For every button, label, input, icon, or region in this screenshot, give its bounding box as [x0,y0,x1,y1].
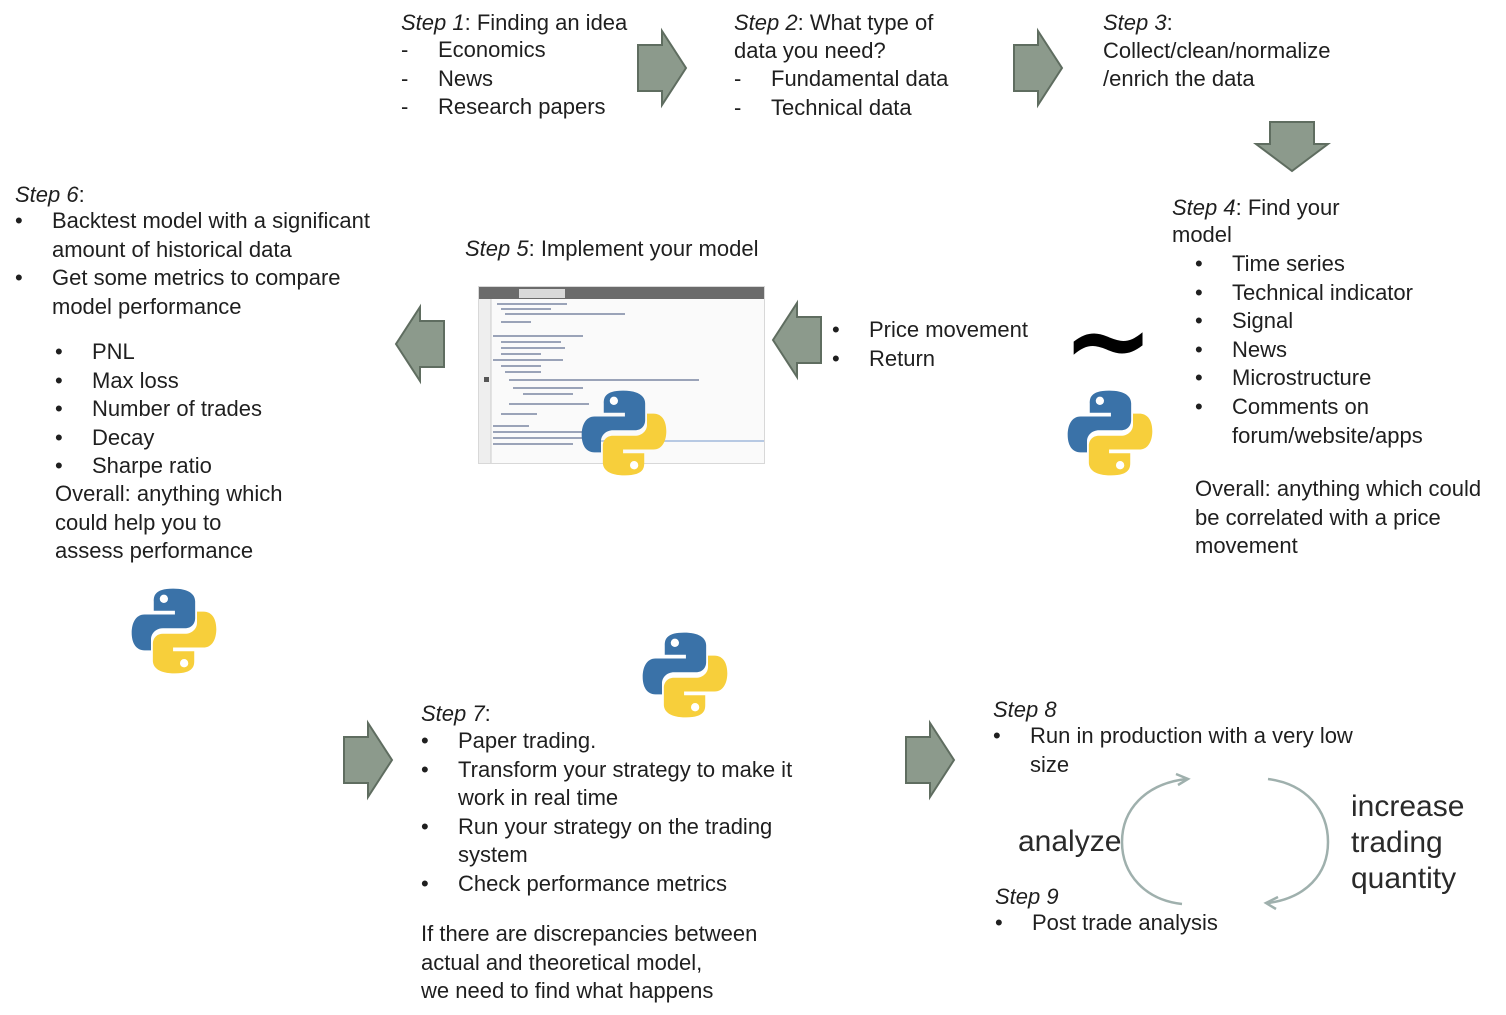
list-item: •Number of trades [55,396,262,422]
list-item: -Economics [401,37,546,62]
list-item: •Check performance metrics [421,870,727,896]
list-item: work in real time [458,785,619,811]
list-item: •Transform your strategy to make it [421,756,793,782]
step9-title: Step 9 [995,883,1059,911]
list-item: •Time series [1195,251,1345,276]
python-logo-icon [642,632,728,718]
list-item: -Technical data [734,94,912,120]
step7-title: Step 7: [421,701,491,726]
right-arrow-icon [637,30,687,106]
cycle-right-label: increase trading quantity [1351,790,1465,895]
list-item: •Max loss [55,367,179,393]
right-arrow-icon [1013,30,1063,106]
list-item: •Sharpe ratio [55,453,212,479]
step3-title: Step 3: Collect/clean/normalize /enrich … [1103,10,1331,91]
list-item: •Get some metrics to compare [15,265,341,291]
list-item: -News [401,65,494,91]
list-item: •Post trade analysis [995,910,1218,935]
python-logo-icon [1067,390,1153,476]
list-item: amount of historical data [52,236,292,262]
list-item: -Research papers [401,94,606,120]
step4-label: Step 4 [1172,195,1236,220]
step8-list: •Run in production with a very low size [993,722,1353,779]
step4-list: •Time series •Technical indicator •Signa… [1195,250,1423,450]
list-item: •Technical indicator [1195,279,1413,305]
step6-overall: Overall: anything which could help you t… [55,481,283,563]
right-arrow-icon [343,722,393,798]
step6-title: Step 6: [15,182,85,207]
list-item: •Decay [55,424,155,450]
list-item: •Paper trading. [421,728,597,753]
step2-label: Step 2 [734,10,798,35]
step1-title: Step 1: Finding an idea [401,9,627,37]
tilde-symbol: ~ [1062,276,1155,404]
left-arrow-icon [395,306,445,382]
code-editor-screenshot [478,286,765,464]
python-logo-icon [581,390,667,476]
list-item: size [1030,751,1070,777]
list-item: •Backtest model with a significant [15,208,370,233]
list-item: •Return [832,345,936,371]
python-logo-icon [131,588,217,674]
list-item: •Price movement [832,317,1028,342]
step7-label: Step 7 [421,701,485,726]
code-editor-image [479,287,764,463]
list-item: system [458,842,528,868]
step2-title-line2: data you need? [734,38,886,63]
targets-list: •Price movement •Return [832,316,1028,373]
step3-line2: /enrich the data [1103,66,1255,91]
step1-title-text: : Finding an idea [464,10,628,35]
list-item: •Comments on [1195,393,1369,419]
list-item: forum/website/apps [1232,422,1423,448]
step2-title-line1: : What type of [797,10,934,35]
step9-list: •Post trade analysis [995,909,1218,938]
step4-overall: Overall: anything which could be correla… [1195,476,1482,558]
step5-label: Step 5 [465,236,529,261]
step1-list: -Economics -News -Research papers [401,36,606,122]
step8-label: Step 8 [993,697,1057,722]
step6-bullets: •Backtest model with a significant amoun… [15,207,370,321]
step7-list: •Paper trading. •Transform your strategy… [421,727,792,899]
step3-line1: Collect/clean/normalize [1103,38,1331,63]
list-item: -Fundamental data [734,66,949,91]
list-item: •Run your strategy on the trading [421,813,773,839]
step9-label: Step 9 [995,884,1059,909]
step2-list: -Fundamental data -Technical data [734,65,948,122]
step5-title: Step 5: Implement your model [465,236,759,261]
step7-note: If there are discrepancies between actua… [421,921,758,1003]
left-arrow-icon [772,302,822,378]
list-item: •Signal [1195,308,1294,334]
list-item: model performance [52,293,242,319]
list-item: •News [1195,336,1288,362]
list-item: •Microstructure [1195,365,1372,391]
step6-metrics: •PNL •Max loss •Number of trades •Decay … [55,338,262,481]
step1-label: Step 1 [401,10,465,35]
list-item: •PNL [55,339,135,364]
cycle-arrows-icon [1120,772,1330,911]
down-arrow-icon [1253,121,1331,173]
step2-title: Step 2: What type of data you need? [734,9,933,65]
step6-label: Step 6 [15,182,79,207]
right-arrow-icon [905,722,955,798]
list-item: •Run in production with a very low [993,723,1353,748]
step4-title: Step 4: Find your model [1172,195,1340,247]
step8-title: Step 8 [993,696,1057,724]
cycle-analyze-label: analyze [1018,825,1122,858]
step3-label: Step 3 [1103,10,1167,35]
